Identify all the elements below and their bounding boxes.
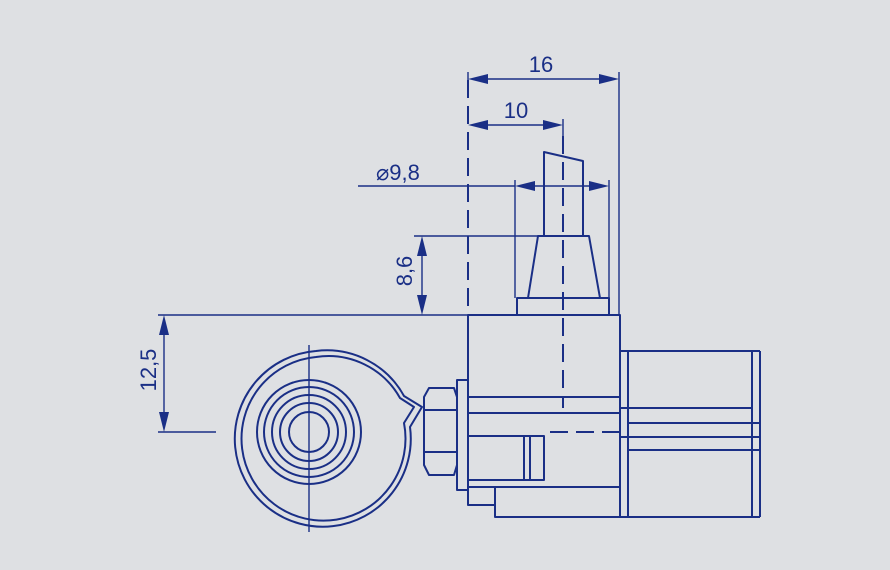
dimension-diameter: ⌀9,8 <box>358 160 610 298</box>
dimension-12-5: 12,5 <box>136 314 468 433</box>
connector <box>620 350 761 518</box>
dimension-10: 10 <box>468 98 564 140</box>
dimension-8-6: 8,6 <box>392 235 538 315</box>
center-lines <box>467 80 620 433</box>
dim-label-12-5: 12,5 <box>136 349 161 392</box>
hex-nut <box>423 379 469 491</box>
dim-label-diameter: ⌀9,8 <box>376 160 420 185</box>
dim-label-10: 10 <box>504 98 528 123</box>
mounting-eye <box>233 345 423 532</box>
dim-label-16: 16 <box>529 52 553 77</box>
dim-label-8-6: 8,6 <box>392 256 417 287</box>
dimension-16: 16 <box>467 52 620 315</box>
switch-housing <box>467 314 621 518</box>
